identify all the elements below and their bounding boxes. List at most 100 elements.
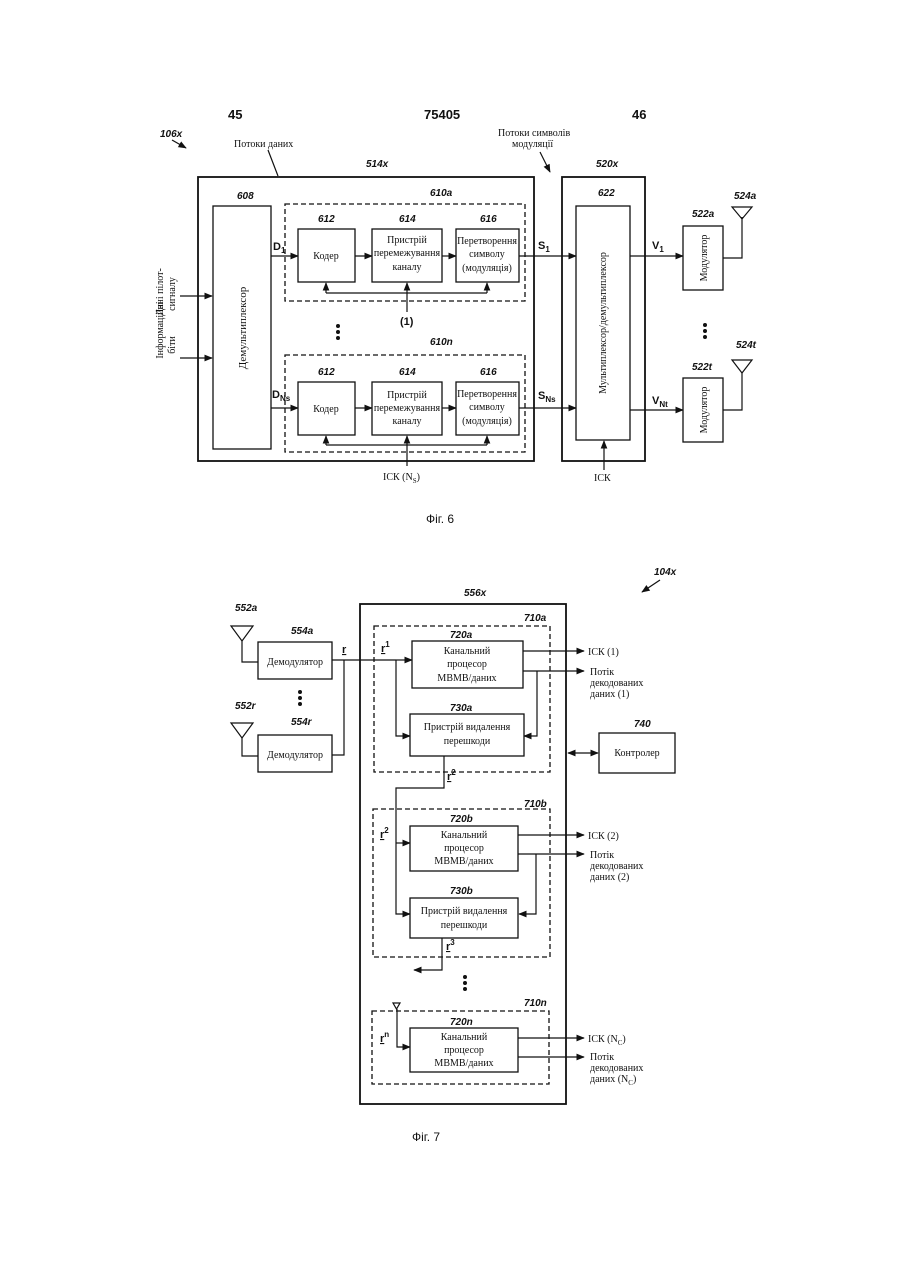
ref-554a: 554a: [291, 626, 314, 637]
dns-label: DNs: [272, 389, 291, 403]
ref-104x: 104x: [654, 567, 677, 578]
stream-2-label-2: декодованих: [590, 861, 643, 872]
ref-612-n: 612: [318, 367, 335, 378]
ref-740: 740: [634, 719, 651, 730]
antenna-feed-552r: [242, 738, 258, 756]
ref-106x: 106x: [160, 129, 183, 140]
csi-n-label: ІСК (NS): [383, 472, 420, 485]
mapper-label-a-1: Перетворення: [457, 236, 517, 247]
ref-730a: 730a: [450, 703, 473, 714]
proc-b-label-2: процесор: [444, 843, 484, 854]
input-info-bits-2: біти: [167, 336, 178, 354]
ref-514x: 514x: [366, 159, 389, 170]
stream-1-label-2: декодованих: [590, 678, 643, 689]
ref-608: 608: [237, 191, 254, 202]
interleaver-label-a-3: каналу: [392, 262, 421, 273]
page-number-right: 46: [632, 107, 646, 122]
antenna-feed-a: [723, 217, 742, 258]
r2-in-label: r2: [380, 826, 389, 841]
csi-nc-label: ІСК (NC): [588, 1034, 626, 1047]
d1-label: D1: [273, 241, 286, 255]
ref-622: 622: [598, 188, 615, 199]
interleaver-label-n-2: перемежування: [374, 403, 441, 414]
stream-1-label-1: Потік: [590, 667, 614, 678]
ref-522a: 522a: [692, 209, 715, 220]
stage-ellipsis: [463, 975, 467, 991]
s1-label: S1: [538, 240, 550, 254]
input-pilot-data-2: сигналу: [167, 277, 178, 311]
proc-n-label-2: процесор: [444, 1045, 484, 1056]
stream-2-label-1: Потік: [590, 850, 614, 861]
modulator-label-t: Модулятор: [699, 387, 710, 434]
ref-730b: 730b: [450, 886, 473, 897]
symbol-streams-label-2: модуляції: [512, 139, 553, 150]
interleaver-label-n-3: каналу: [392, 416, 421, 427]
stream-n-label-2: декодованих: [590, 1063, 643, 1074]
ic-a-label-1: Пристрій видалення: [424, 722, 511, 733]
antenna-icon-552a: [231, 626, 253, 641]
symbol-streams-leader: [540, 152, 550, 172]
coder-label-n: Кодер: [313, 404, 338, 415]
r1-to-canceller: [396, 660, 410, 736]
figure-6: 106x Потоки даних Потоки символів модуля…: [155, 128, 757, 526]
csi-2-label: ІСК (2): [588, 831, 619, 842]
ref-720n: 720n: [450, 1017, 473, 1028]
figure-6-caption: Фіг. 6: [426, 512, 454, 526]
ref-556x: 556x: [464, 588, 487, 599]
stream-2-label-3: даних (2): [590, 872, 629, 883]
r2-out-label: r2: [447, 768, 456, 783]
proc-n-label-1: Канальний: [441, 1032, 488, 1043]
proc-a-label-1: Канальний: [444, 646, 491, 657]
figure-7: 104x 556x 552a 554a Демодулятор 552r 554…: [231, 567, 677, 1144]
decoded-to-canceller-a: [524, 671, 537, 736]
ref-106x-pointer: [172, 140, 186, 148]
stream-n-label-1: Потік: [590, 1052, 614, 1063]
interference-canceller-box-b: [410, 898, 518, 938]
ref-522t: 522t: [692, 362, 713, 373]
mux-csi-label: ІСК: [594, 473, 611, 484]
antenna-icon-552r: [231, 723, 253, 738]
mapper-label-n-1: Перетворення: [457, 389, 517, 400]
ref-720a: 720a: [450, 630, 473, 641]
demod-r-output: [332, 660, 344, 755]
v1-label: V1: [652, 240, 664, 254]
rn-label: rn: [380, 1030, 389, 1045]
ref-614-n: 614: [399, 367, 416, 378]
rn-to-processor: [397, 1009, 410, 1047]
ref-552a: 552a: [235, 603, 258, 614]
ref-610a: 610a: [430, 188, 453, 199]
demodulator-ellipsis: [298, 690, 302, 706]
proc-a-label-3: МВМВ/даних: [437, 673, 496, 684]
mapper-label-n-2: символу: [469, 402, 505, 413]
coder-label-a: Кодер: [313, 251, 338, 262]
mapper-label-a-3: (модуляція): [462, 263, 512, 274]
ref-520x: 520x: [596, 159, 619, 170]
proc-b-label-1: Канальний: [441, 830, 488, 841]
ref-524t: 524t: [736, 340, 757, 351]
ref-614-a: 614: [399, 214, 416, 225]
stream-1-label-3: даних (1): [590, 689, 629, 700]
data-streams-label: Потоки даних: [234, 139, 293, 150]
interleaver-label-n-1: Пристрій: [387, 390, 427, 401]
ref-710n: 710n: [524, 998, 547, 1009]
r3-out-label: r3: [446, 938, 455, 953]
modulator-ellipsis: [703, 323, 707, 339]
channel-ellipsis: [336, 324, 340, 340]
ref-710a: 710a: [524, 613, 547, 624]
proc-a-label-2: процесор: [447, 659, 487, 670]
data-streams-leader: [268, 150, 278, 176]
demodulator-label-r: Демодулятор: [267, 750, 323, 761]
ref-610n: 610n: [430, 337, 453, 348]
decoded-to-canceller-b: [519, 854, 536, 914]
symbol-streams-label-1: Потоки символів: [498, 128, 570, 139]
mapper-label-a-2: символу: [469, 249, 505, 260]
proc-n-label-3: МВМВ/даних: [434, 1058, 493, 1069]
controller-label: Контролер: [614, 748, 659, 759]
ic-b-label-2: перешкоди: [441, 920, 488, 931]
stream-n-label-3: даних (NC): [590, 1074, 636, 1087]
vnt-label: VNt: [652, 395, 668, 409]
patent-number: 75405: [424, 107, 460, 122]
ref-612-a: 612: [318, 214, 335, 225]
figure-7-caption: Фіг. 7: [412, 1130, 440, 1144]
